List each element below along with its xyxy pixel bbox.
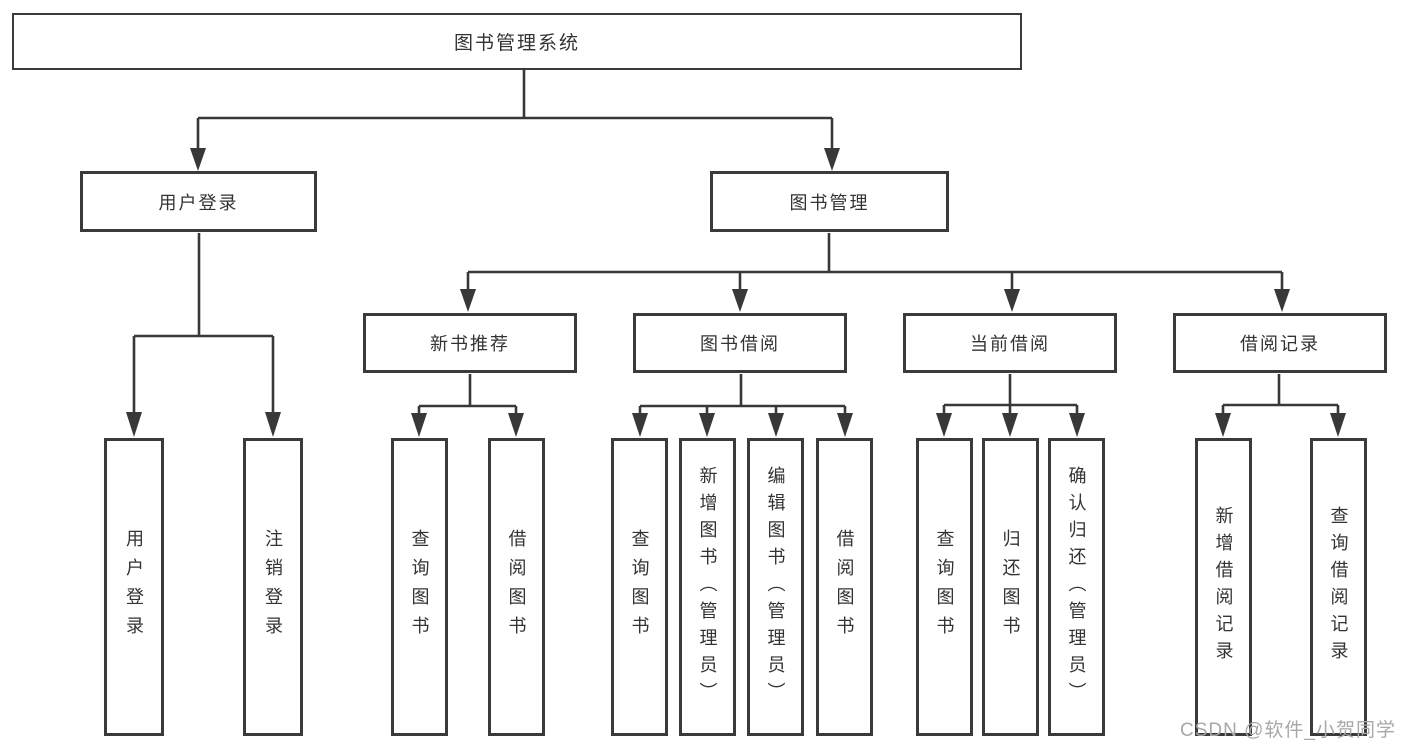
leaf-logout: 注销登录 <box>243 438 303 736</box>
leaf-query-books-recommend: 查询图书 <box>391 438 448 736</box>
connector-root-to-level1 <box>190 70 840 171</box>
leaf-logout-label: 注销登录 <box>263 529 283 645</box>
node-new-book-recommendation: 新书推荐 <box>363 313 577 373</box>
connector-borrow-record-to-leaves <box>1215 374 1346 437</box>
connector-user-login-to-leaves <box>126 233 281 437</box>
connector-book-mgmt-to-level2 <box>460 233 1290 312</box>
leaf-edit-books-admin-label: 编辑图书（管理员） <box>765 465 786 709</box>
csdn-watermark: CSDN @软件_小贺同学 <box>1180 720 1396 741</box>
node-borrowing-records-label: 借阅记录 <box>1240 334 1320 354</box>
node-user-login-label: 用户登录 <box>158 192 239 213</box>
leaf-borrow-books-recommend-label: 借阅图书 <box>506 529 527 645</box>
leaf-query-books-borrowing-label: 查询图书 <box>629 529 650 645</box>
node-user-login: 用户登录 <box>80 171 317 232</box>
node-current-borrowing-label: 当前借阅 <box>970 334 1050 354</box>
leaf-return-books-label: 归还图书 <box>1000 529 1021 645</box>
leaf-query-books-current: 查询图书 <box>916 438 973 736</box>
connector-current-borrow-to-leaves <box>936 374 1085 437</box>
node-library-system: 图书管理系统 <box>12 13 1022 70</box>
leaf-borrow-books-recommend: 借阅图书 <box>488 438 545 736</box>
leaf-return-books: 归还图书 <box>982 438 1039 736</box>
leaf-user-login: 用户登录 <box>104 438 164 736</box>
connector-new-book-to-leaves <box>411 374 524 437</box>
leaf-query-books-borrowing: 查询图书 <box>611 438 668 736</box>
leaf-add-books-admin: 新增图书（管理员） <box>679 438 736 736</box>
leaf-query-books-current-label: 查询图书 <box>934 529 955 645</box>
node-book-borrowing: 图书借阅 <box>633 313 847 373</box>
leaf-user-login-label: 用户登录 <box>124 529 144 645</box>
node-library-system-label: 图书管理系统 <box>453 33 580 54</box>
leaf-add-borrow-record-label: 新增借阅记录 <box>1213 506 1234 668</box>
leaf-add-books-admin-label: 新增图书（管理员） <box>697 465 718 709</box>
node-borrowing-records: 借阅记录 <box>1173 313 1387 373</box>
node-book-management-label: 图书管理 <box>789 192 870 213</box>
leaf-borrow-books: 借阅图书 <box>816 438 873 736</box>
connector-book-borrow-to-leaves <box>632 374 853 437</box>
node-new-book-recommendation-label: 新书推荐 <box>430 334 510 354</box>
leaf-query-books-recommend-label: 查询图书 <box>409 529 430 645</box>
leaf-borrow-books-label: 借阅图书 <box>834 529 855 645</box>
node-book-borrowing-label: 图书借阅 <box>700 334 780 354</box>
leaf-confirm-return-admin: 确认归还（管理员） <box>1048 438 1105 736</box>
leaf-query-borrow-record: 查询借阅记录 <box>1310 438 1367 736</box>
leaf-confirm-return-admin-label: 确认归还（管理员） <box>1066 465 1087 709</box>
leaf-add-borrow-record: 新增借阅记录 <box>1195 438 1252 736</box>
leaf-query-borrow-record-label: 查询借阅记录 <box>1328 506 1349 668</box>
node-book-management: 图书管理 <box>710 171 949 232</box>
node-current-borrowing: 当前借阅 <box>903 313 1117 373</box>
leaf-edit-books-admin: 编辑图书（管理员） <box>747 438 804 736</box>
